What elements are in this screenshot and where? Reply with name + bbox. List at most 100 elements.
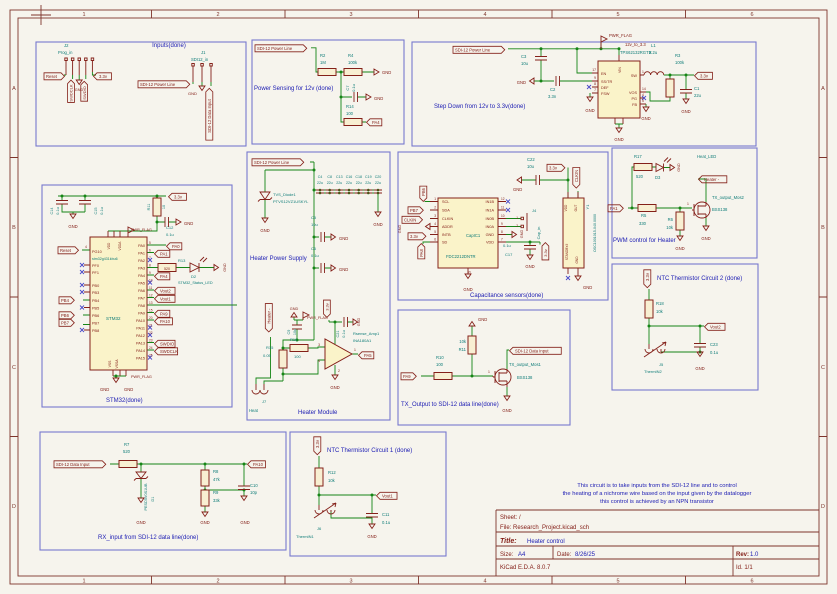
schematic-text: 4: [642, 93, 644, 97]
svg-text:INA180A1: INA180A1: [353, 338, 372, 343]
svg-text:PA9: PA9: [160, 312, 168, 317]
opamp-ina180: [324, 338, 354, 370]
schematic-text: C22: [527, 157, 535, 162]
schematic-text: PF0: [92, 264, 99, 268]
schematic-text: PB8: [92, 329, 99, 333]
svg-text:GND: GND: [260, 228, 269, 233]
schematic-text: 10u: [521, 61, 529, 66]
schematic-text: Heater Module: [298, 410, 338, 416]
schematic-text: 520: [636, 174, 644, 179]
svg-text:3: 3: [318, 343, 320, 347]
schematic-text: 22: [149, 331, 153, 335]
svg-text:10: 10: [501, 214, 505, 218]
svg-text:SDI-12 Power Line: SDI-12 Power Line: [455, 48, 491, 53]
schematic-text: GND: [100, 387, 109, 392]
hier-label: CLKIN: [572, 167, 581, 189]
svg-text:PA5: PA5: [138, 282, 145, 286]
svg-text:FSW: FSW: [601, 92, 610, 96]
svg-text:EN: EN: [601, 72, 607, 76]
schematic-text: BSS138: [517, 375, 533, 380]
svg-text:13: 13: [149, 301, 153, 305]
frame-row: A: [12, 86, 16, 92]
connector-j5: [643, 341, 667, 358]
schematic-text: 10k: [328, 478, 336, 483]
schematic-text: 7: [149, 256, 151, 260]
frame-row: A: [821, 86, 825, 92]
svg-text:SDI-12 Power Line: SDI-12 Power Line: [140, 82, 176, 87]
hier-label: SWDCLK: [67, 79, 75, 103]
schematic-text: R2: [320, 53, 326, 58]
schematic-text: 22u: [346, 181, 352, 185]
svg-text:IN0B: IN0B: [486, 217, 495, 221]
svg-text:PB5: PB5: [92, 307, 99, 311]
schematic-text: 10: [501, 214, 505, 218]
svg-text:SW: SW: [631, 74, 638, 78]
svg-text:R10: R10: [436, 355, 444, 360]
frame-row: C: [12, 365, 16, 371]
schematic-text: 4: [434, 222, 436, 226]
svg-text:GND: GND: [382, 70, 391, 75]
svg-text:PB4: PB4: [61, 298, 70, 303]
svg-text:3.3n: 3.3n: [548, 94, 557, 99]
svg-text:12: 12: [501, 197, 505, 201]
svg-text:OUT: OUT: [574, 205, 578, 212]
schematic-text: PA13: [136, 342, 145, 346]
connector-j7: [251, 384, 269, 395]
schematic-text: R17: [634, 154, 642, 159]
svg-text:10: 10: [162, 205, 166, 209]
svg-text:0.1u: 0.1u: [166, 232, 174, 237]
ic-fdc2212: [437, 197, 499, 269]
schematic-text: 22u: [356, 181, 362, 185]
schematic-text: GND: [68, 224, 77, 229]
schematic-text: 22u: [327, 181, 333, 185]
schematic-text: GND: [675, 246, 684, 251]
svg-text:Inputs(done): Inputs(done): [152, 43, 186, 49]
schematic-text: 10u: [293, 329, 297, 335]
svg-text:R15: R15: [266, 345, 274, 350]
svg-text:PB7: PB7: [92, 322, 99, 326]
svg-text:GND: GND: [675, 246, 684, 251]
hier-label: PB7: [58, 318, 75, 327]
sheet-frame: [9, 5, 828, 585]
schematic-text: PA5: [138, 282, 145, 286]
hier-label: PA9: [153, 309, 171, 318]
svg-text:14: 14: [642, 87, 646, 91]
svg-text:100k: 100k: [675, 60, 685, 65]
hier-label: PA4: [153, 272, 171, 281]
svg-text:FDC2212DNTR: FDC2212DNTR: [446, 254, 476, 259]
svg-text:GND: GND: [290, 307, 299, 311]
schematic-text: TVS_Diode1: [273, 192, 296, 197]
svg-text:3.3v: 3.3v: [543, 249, 548, 257]
svg-text:PESD5V0S1UB: PESD5V0S1UB: [144, 483, 148, 510]
schematic-text: 10k: [656, 309, 664, 314]
svg-text:520: 520: [123, 449, 131, 454]
svg-text:R8: R8: [213, 469, 219, 474]
schematic-text: SD: [442, 241, 448, 245]
schematic-text: 5: [642, 99, 644, 103]
hier-label: PA10: [246, 460, 266, 469]
frame-col: 1: [82, 12, 85, 18]
schematic-text: ThermIN1: [296, 534, 315, 539]
schematic-text: PWM control for Heater: [613, 238, 676, 244]
schematic-text: 22u: [375, 181, 381, 185]
hier-label: 3.3v: [92, 72, 112, 81]
hier-label: Vout2: [703, 322, 726, 331]
block-ntc2: [611, 263, 759, 391]
schematic-text: GND: [398, 225, 402, 234]
svg-text:7: 7: [594, 88, 596, 92]
schematic-text: 1: [516, 216, 518, 220]
svg-text:PA8: PA8: [419, 249, 424, 257]
schematic-text: GND: [463, 287, 472, 292]
svg-text:GND: GND: [357, 318, 361, 327]
schematic-text: PA10: [136, 319, 145, 323]
schematic-text: 5: [434, 230, 436, 234]
hier-label: 3.3v: [546, 163, 566, 172]
svg-text:C16: C16: [346, 175, 353, 179]
svg-text:STM32_Status_LED: STM32_Status_LED: [178, 281, 213, 285]
schematic-text: C16: [346, 175, 353, 179]
svg-text:J2: J2: [64, 43, 69, 48]
led-d2: [189, 256, 208, 273]
svg-text:PG10: PG10: [92, 250, 102, 254]
schematic-text: STANDBY#: [565, 243, 569, 260]
